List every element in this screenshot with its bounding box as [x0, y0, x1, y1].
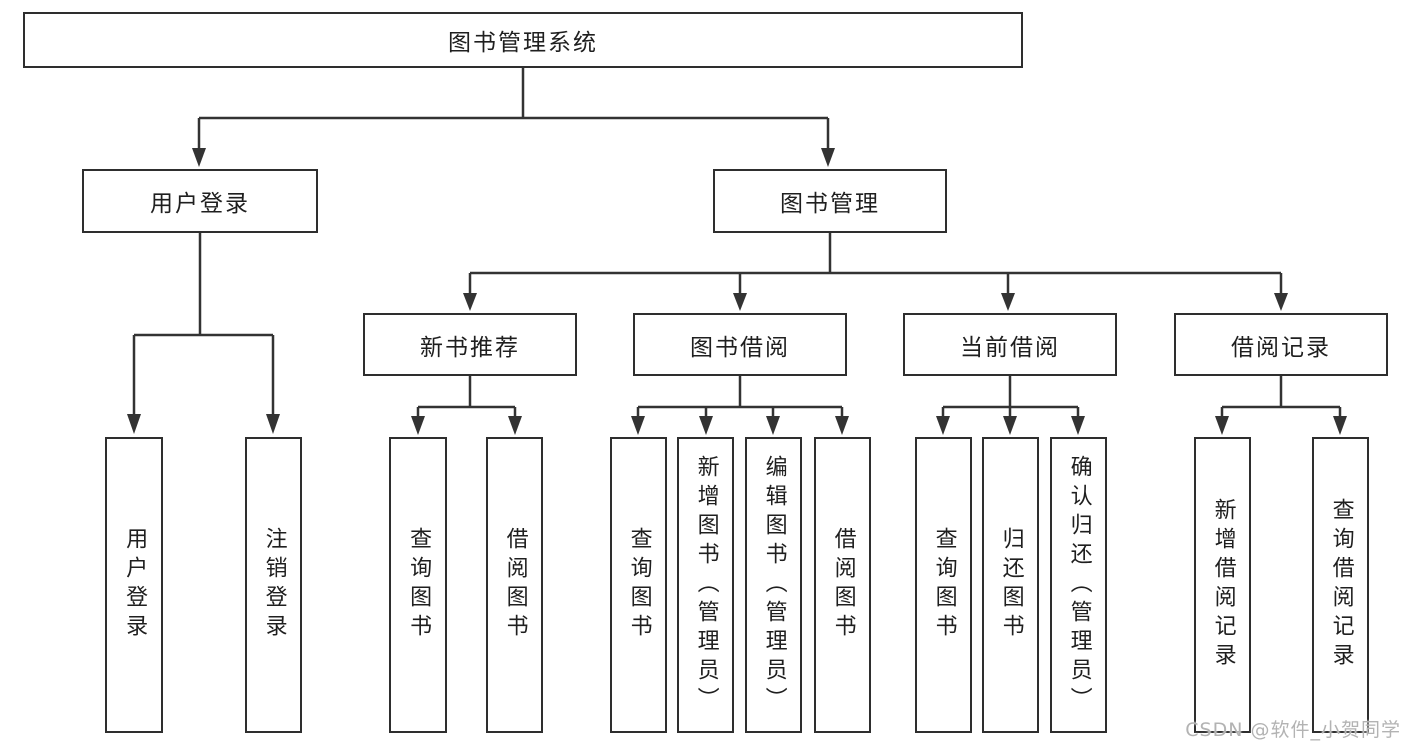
leaf-query-books-1: 查询图书 [389, 437, 447, 733]
csdn-watermark: CSDN @软件_小贺同学 [1185, 719, 1401, 741]
leaf-return-books: 归还图书 [982, 437, 1039, 733]
node-library-system: 图书管理系统 [23, 12, 1023, 68]
arrowhead-icons [127, 148, 1347, 435]
leaf-query-books-2: 查询图书 [610, 437, 667, 733]
leaf-edit-books-admin: 编辑图书（管理员） [745, 437, 802, 733]
leaf-label: 用户登录 [122, 527, 148, 643]
leaf-label: 借阅图书 [830, 527, 856, 643]
leaf-label: 查询借阅记录 [1328, 498, 1354, 672]
leaf-add-books-admin: 新增图书（管理员） [677, 437, 734, 733]
node-new-book-recommend: 新书推荐 [363, 313, 577, 376]
leaf-borrow-books-1: 借阅图书 [486, 437, 543, 733]
leaf-logout: 注销登录 [245, 437, 302, 733]
leaf-query-books-3: 查询图书 [915, 437, 972, 733]
leaf-label: 归还图书 [998, 527, 1024, 643]
leaf-query-borrow-record: 查询借阅记录 [1312, 437, 1369, 733]
node-current-borrow: 当前借阅 [903, 313, 1117, 376]
leaf-label: 编辑图书（管理员） [761, 454, 787, 716]
leaf-add-borrow-record: 新增借阅记录 [1194, 437, 1251, 733]
node-user-login: 用户登录 [82, 169, 318, 233]
leaf-label: 查询图书 [626, 527, 652, 643]
leaf-borrow-books-2: 借阅图书 [814, 437, 871, 733]
node-book-management: 图书管理 [713, 169, 947, 233]
leaf-label: 查询图书 [931, 527, 957, 643]
leaf-label: 新增图书（管理员） [693, 454, 719, 716]
leaf-label: 注销登录 [261, 527, 287, 643]
leaf-user-login: 用户登录 [105, 437, 163, 733]
node-borrow-records: 借阅记录 [1174, 313, 1388, 376]
leaf-label: 新增借阅记录 [1210, 498, 1236, 672]
node-book-borrow: 图书借阅 [633, 313, 847, 376]
leaf-label: 确认归还（管理员） [1066, 454, 1092, 716]
leaf-label: 查询图书 [406, 527, 432, 643]
leaf-confirm-return-admin: 确认归还（管理员） [1050, 437, 1107, 733]
leaf-label: 借阅图书 [502, 527, 528, 643]
